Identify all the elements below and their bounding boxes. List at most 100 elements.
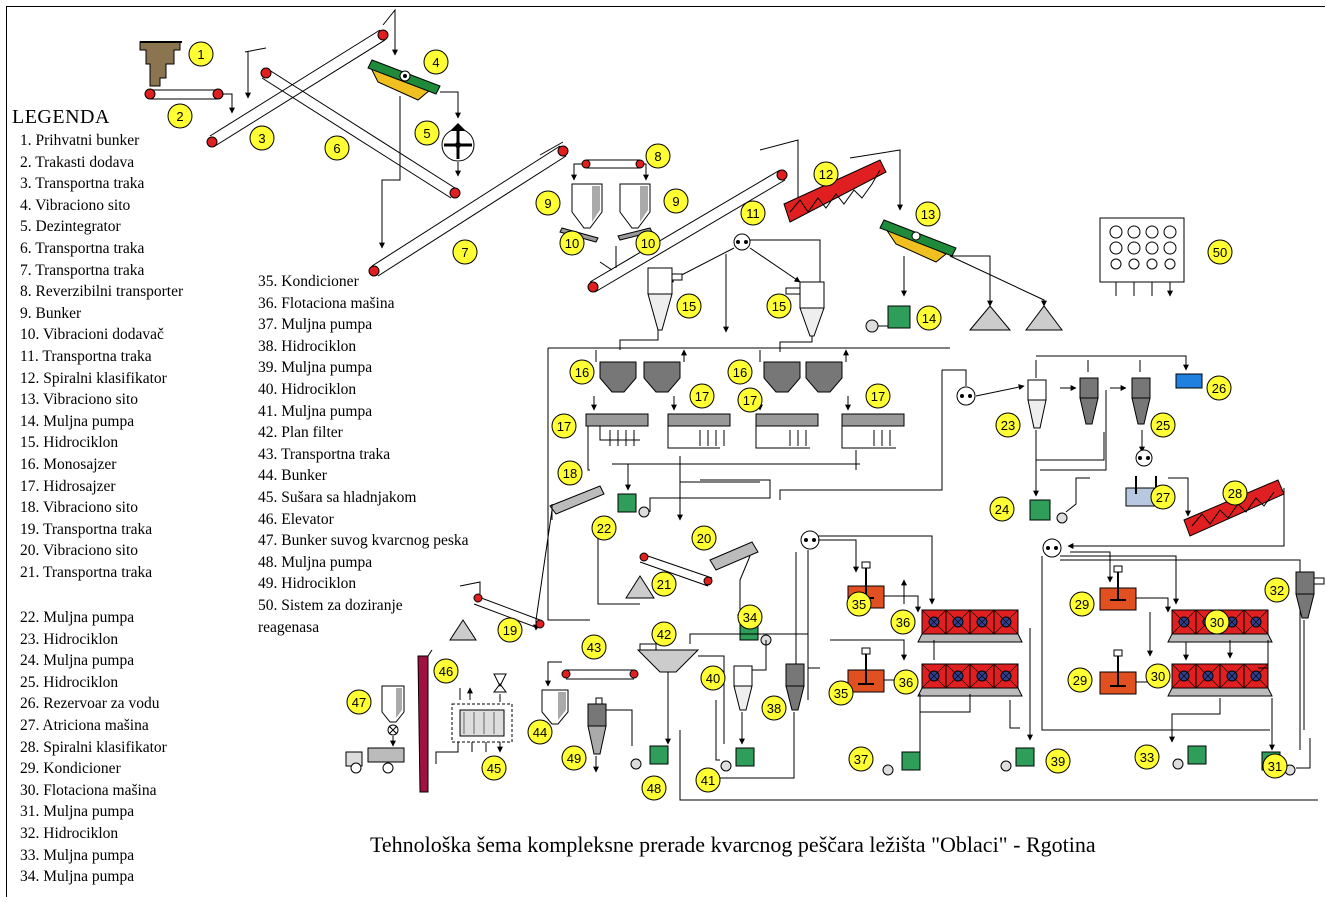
marker-label: 30 (1151, 669, 1165, 684)
marker-label: 17 (695, 389, 709, 404)
marker-label: 9 (544, 196, 551, 211)
legend-item: 9. Bunker (20, 304, 82, 322)
number-marker: 27 (1150, 484, 1176, 510)
marker-label: 33 (1140, 750, 1154, 765)
conveyor-belt-11 (587, 139, 801, 293)
bunker-9-right (619, 183, 651, 229)
conveyor-belt-43 (545, 661, 639, 687)
number-marker: 9 (535, 190, 561, 216)
legend-item: 16. Monosajzer (20, 455, 117, 473)
slurry-pump-24 (1029, 477, 1090, 524)
spiral-classifier-12 (783, 149, 903, 223)
number-marker: 47 (346, 689, 372, 715)
number-marker: 2 (167, 103, 193, 129)
conditioner-29-bottom (1099, 649, 1169, 695)
legend-item: 35. Kondicioner (258, 273, 359, 290)
legend-item: 25. Hidrociklon (20, 673, 119, 691)
slurry-pump-48 (630, 730, 1318, 801)
middle-piping (587, 370, 943, 605)
marker-label: 2 (176, 109, 183, 124)
marker-label: 46 (439, 664, 453, 679)
marker-label: 10 (565, 236, 579, 251)
number-marker: 20 (691, 525, 717, 551)
marker-label: 17 (557, 419, 571, 434)
marker-label: 12 (819, 167, 833, 182)
vibrating-screen-4 (367, 59, 461, 249)
number-marker: 46 (433, 658, 459, 684)
number-marker: 26 (1206, 375, 1232, 401)
vibrating-screen-13 (879, 219, 1047, 307)
hydrocyclone-40 (733, 640, 767, 745)
legend-item: 44. Bunker (258, 467, 327, 485)
marker-label: 16 (733, 365, 747, 380)
marker-label: 3 (258, 131, 265, 146)
legend-item: 48. Muljna pumpa (258, 553, 373, 571)
marker-label: 29 (1073, 673, 1087, 688)
marker-label: 47 (352, 695, 366, 710)
legend-item: 18. Vibraciono sito (20, 499, 139, 517)
belt-feeder (144, 88, 235, 114)
plan-filter-42 (636, 633, 808, 745)
marker-label: 38 (767, 701, 781, 716)
number-marker: 49 (561, 745, 587, 771)
number-marker: 39 (1045, 748, 1071, 774)
slurry-pump-22 (617, 493, 650, 518)
hydrosizer-17 (585, 396, 905, 449)
truck-47 (345, 747, 405, 774)
marker-label: 20 (697, 531, 711, 546)
marker-label: 23 (1001, 418, 1015, 433)
marker-label: 27 (1156, 490, 1170, 505)
number-marker: 17 (865, 383, 891, 409)
marker-label: 43 (587, 640, 601, 655)
conveyor-belt-3 (206, 8, 398, 148)
marker-label: 39 (1051, 754, 1065, 769)
marker-label: 14 (922, 311, 936, 326)
number-marker: 36 (890, 609, 916, 635)
marker-label: 41 (701, 773, 715, 788)
number-marker: 30 (1145, 663, 1171, 689)
number-marker: 17 (551, 413, 577, 439)
monosizer-16-b (759, 350, 846, 393)
legend-item: 30. Flotaciona mašina (20, 781, 157, 799)
number-marker: 17 (737, 387, 763, 413)
marker-label: 9 (672, 194, 679, 209)
legend-item: 2. Trakasti dodava (20, 153, 135, 171)
legend-item: 46. Elevator (258, 510, 334, 528)
marker-label: 5 (423, 126, 430, 141)
diagram-frame (6, 6, 1325, 897)
monosizer-16-a (595, 350, 684, 393)
slurry-pump-41 (715, 700, 755, 772)
stockpile-13b (1025, 305, 1063, 331)
number-marker: 15 (676, 293, 702, 319)
conveyor-belt-19 (449, 581, 545, 641)
number-marker: 5 (414, 120, 440, 146)
number-marker: 43 (581, 634, 607, 660)
number-marker: 34 (737, 604, 763, 630)
legend-item: 41. Muljna pumpa (258, 402, 373, 420)
number-marker: 44 (527, 719, 553, 745)
legend-item: 29. Kondicioner (20, 760, 121, 778)
marker-label: 16 (575, 365, 589, 380)
marker-label: 7 (461, 245, 468, 260)
conveyor-belt-7 (368, 141, 569, 277)
number-marker: 7 (452, 239, 478, 265)
number-marker: 16 (569, 359, 595, 385)
slurry-pump-37 (882, 751, 921, 776)
slurry-pump-14 (865, 305, 911, 333)
marker-label: 42 (657, 627, 671, 642)
number-marker: 9 (663, 188, 689, 214)
number-marker: 21 (651, 571, 677, 597)
conveyor-belt-6 (244, 47, 461, 199)
number-marker: 24 (989, 496, 1015, 522)
number-marker: 32 (1264, 577, 1290, 603)
marker-label: 44 (533, 725, 547, 740)
legend-item: 43. Transportna traka (258, 445, 391, 463)
flotation-machine (917, 663, 1023, 697)
marker-label: 18 (563, 466, 577, 481)
hydrocyclone-15-left (619, 267, 683, 350)
legend-item: 26. Rezervoar za vodu (20, 695, 160, 713)
legend-title: LEGENDA (12, 106, 110, 128)
